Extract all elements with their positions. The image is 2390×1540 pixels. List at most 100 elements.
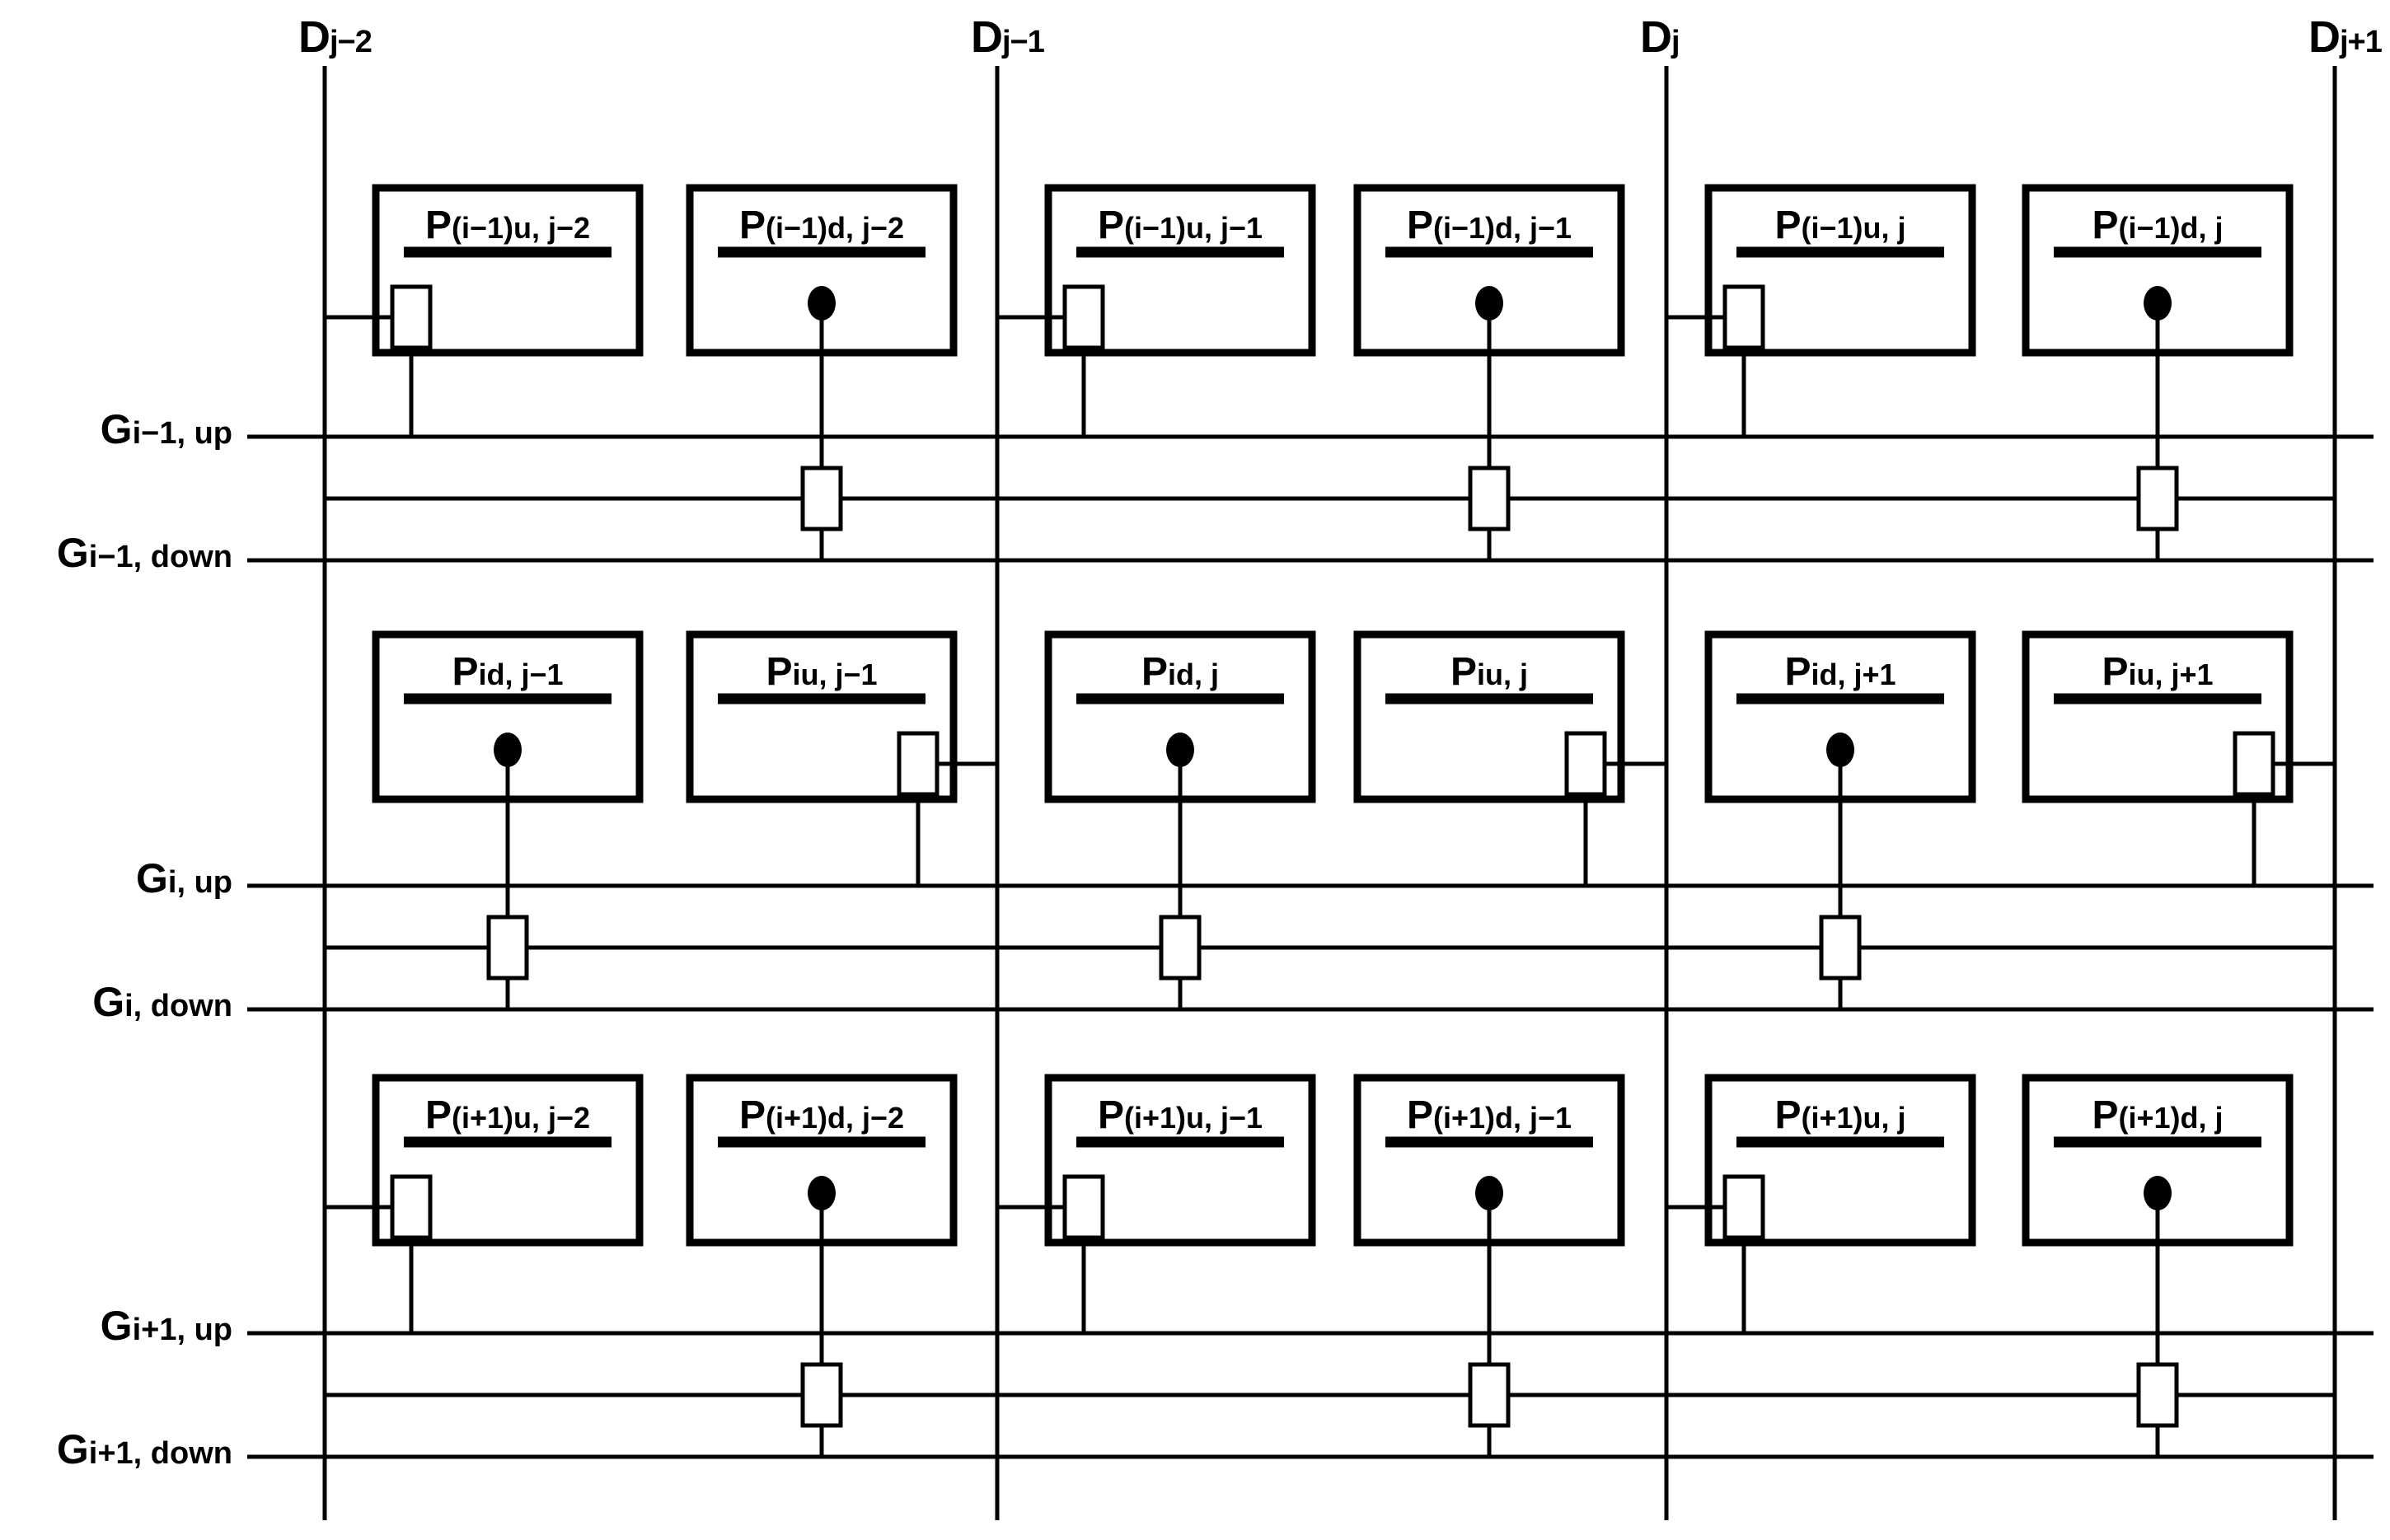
gate-line-base: G [92,979,125,1025]
tft-switch[interactable] [486,915,529,981]
pixel-label: Piu, j+1 [2026,649,2289,695]
tft-switch[interactable] [390,284,433,350]
pixel-label-subscript: (i−1)u, j−1 [1123,211,1263,245]
tft-switch[interactable] [1468,1362,1511,1428]
pixel-label: P(i−1)u, j−2 [376,203,640,248]
gate-line-subscript: i+1, up [132,1313,232,1347]
data-line-j-plus-1-label: Dj+1 [2308,12,2383,63]
pixel-box[interactable] [1704,184,1976,357]
tft-switch[interactable] [1159,915,1202,981]
tft-switch[interactable] [1062,284,1105,350]
pixel-label-subscript: (i+1)d, j−1 [1432,1101,1572,1135]
pixel-box[interactable] [1353,630,1625,803]
tft-switch[interactable] [1722,1174,1765,1240]
tft-switch[interactable] [1062,1174,1105,1240]
tft-switch[interactable] [897,731,940,797]
data-line-j-label: Dj [1640,12,1680,63]
pixel-label-base: P [1784,650,1811,694]
pixel-label-subscript: (i−1)d, j−2 [765,211,905,245]
pixel-label-base: P [2102,650,2129,694]
pixel-label: Pid, j+1 [1708,649,1972,695]
gate-line-i-plus-1-down-label: Gi+1, down [0,1425,232,1473]
gate-line-base: G [56,1426,89,1472]
tft-switch[interactable] [390,1174,433,1240]
pixel-label-base: P [2092,204,2119,247]
gate-line-base: G [135,855,168,901]
data-line-subscript: j−1 [1002,25,1045,59]
gate-line-subscript: i−1, up [132,416,232,451]
pixel-label-base: P [1097,1093,1124,1137]
tft-switch[interactable] [2136,1362,2179,1428]
pixel-label-subscript: (i+1)u, j−2 [451,1101,591,1135]
data-line-j-minus-1-label: Dj−1 [971,12,1045,63]
pixel-label-subscript: id, j+1 [1811,658,1896,691]
tft-switch[interactable] [1564,731,1607,797]
pixel-label-subscript: iu, j+1 [2128,658,2214,691]
pixel-label: P(i+1)d, j−2 [690,1093,954,1138]
gate-line-subscript: i+1, down [88,1436,232,1471]
pixel-label-subscript: (i+1)d, j [2118,1101,2224,1135]
pixel-label: P(i−1)d, j [2026,203,2289,248]
gate-line-subscript: i, down [124,989,232,1023]
data-line-j-minus-2-label: Dj−2 [298,12,373,63]
tft-switch[interactable] [2136,466,2179,531]
data-line-subscript: j [1671,25,1680,59]
data-line-base: D [298,12,330,62]
pixel-label-base: P [2092,1093,2119,1137]
pixel-label: Pid, j−1 [376,649,640,695]
data-line-base: D [2308,12,2341,62]
pixel-label-subscript: (i−1)d, j−1 [1432,211,1572,245]
gate-line-base: G [100,406,133,452]
pixel-label-base: P [1774,1093,1802,1137]
pixel-label-base: P [1406,1093,1433,1137]
pixel-label: P(i+1)u, j [1708,1093,1972,1138]
pixel-box[interactable] [372,184,644,357]
pixel-label-base: P [766,650,793,694]
pixel-box[interactable] [1704,1074,1976,1247]
data-line-subscript: j+1 [2340,25,2383,59]
pixel-label-base: P [452,650,479,694]
pixel-label-base: P [738,204,766,247]
pixel-box[interactable] [1044,1074,1316,1247]
gate-line-i-down-label: Gi, down [0,978,232,1026]
tft-switch[interactable] [1722,284,1765,350]
pixel-label-subscript: (i−1)u, j [1801,211,1906,245]
pixel-label-base: P [1450,650,1477,694]
tft-switch[interactable] [800,466,843,531]
pixel-box[interactable] [686,630,958,803]
tft-switch[interactable] [1819,915,1862,981]
tft-switch[interactable] [800,1362,843,1428]
pixel-label: P(i−1)d, j−2 [690,203,954,248]
pixel-box[interactable] [372,1074,644,1247]
pixel-label: P(i−1)u, j [1708,203,1972,248]
data-line-base: D [1640,12,1672,62]
pixel-box[interactable] [2022,630,2294,803]
pixel-label-base: P [1774,204,1802,247]
pixel-label-subscript: iu, j [1477,658,1528,691]
pixel-label: P(i+1)u, j−2 [376,1093,640,1138]
pixel-label: Piu, j [1357,649,1621,695]
pixel-box[interactable] [1044,184,1316,357]
gate-line-base: G [100,1303,133,1349]
pixel-label-subscript: (i+1)u, j [1801,1101,1906,1135]
pixel-label-base: P [424,1093,452,1137]
pixel-label-subscript: (i−1)u, j−2 [451,211,591,245]
pixel-label-base: P [1141,650,1168,694]
gate-line-subscript: i−1, down [88,540,232,574]
tft-switch[interactable] [2233,731,2275,797]
pixel-label-base: P [1406,204,1433,247]
pixel-label: P(i−1)d, j−1 [1357,203,1621,248]
gate-line-base: G [56,530,89,576]
pixel-label: P(i−1)u, j−1 [1048,203,1312,248]
gate-line-subscript: i, up [167,865,232,900]
pixel-label-subscript: id, j [1168,658,1219,691]
pixel-label-subscript: (i+1)u, j−1 [1123,1101,1263,1135]
pixel-label-base: P [424,204,452,247]
data-line-base: D [971,12,1003,62]
pixel-label-subscript: (i−1)d, j [2118,211,2224,245]
tft-switch[interactable] [1468,466,1511,531]
pixel-label-base: P [738,1093,766,1137]
pixel-label: P(i+1)u, j−1 [1048,1093,1312,1138]
